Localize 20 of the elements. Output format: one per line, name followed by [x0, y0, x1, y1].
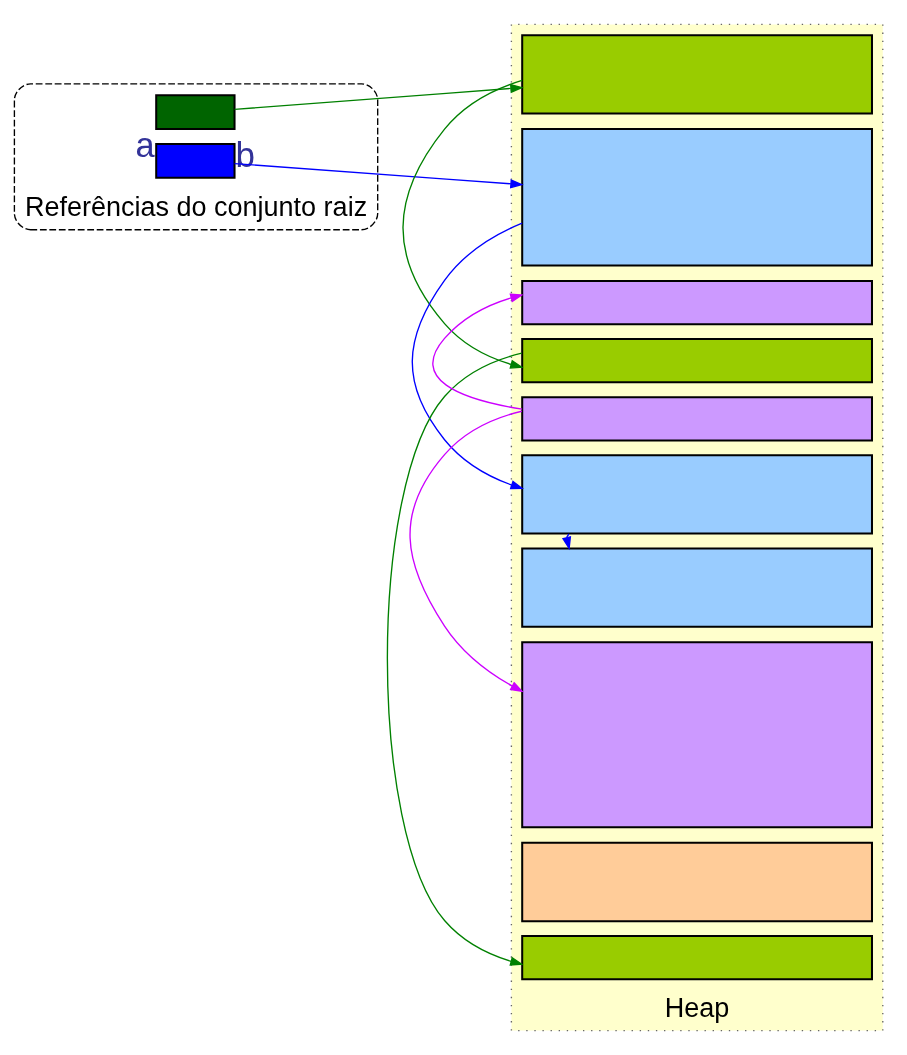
arrow	[401, 79, 524, 369]
node-box	[520, 841, 873, 923]
node-box	[520, 128, 873, 267]
node-box	[520, 547, 873, 628]
node-label: a	[134, 128, 156, 169]
node-box	[520, 641, 873, 829]
node-box	[154, 94, 236, 131]
arrow	[411, 222, 524, 490]
arrow	[431, 293, 524, 410]
arrow	[408, 410, 524, 693]
node-box	[520, 280, 873, 326]
arrow	[233, 162, 524, 189]
node-box	[520, 396, 873, 442]
node-box	[520, 34, 873, 115]
node-box	[520, 454, 873, 535]
node-box	[520, 338, 873, 384]
arrow	[233, 83, 524, 110]
node-box	[520, 935, 873, 981]
arrow	[386, 352, 524, 966]
node-box	[154, 142, 236, 179]
